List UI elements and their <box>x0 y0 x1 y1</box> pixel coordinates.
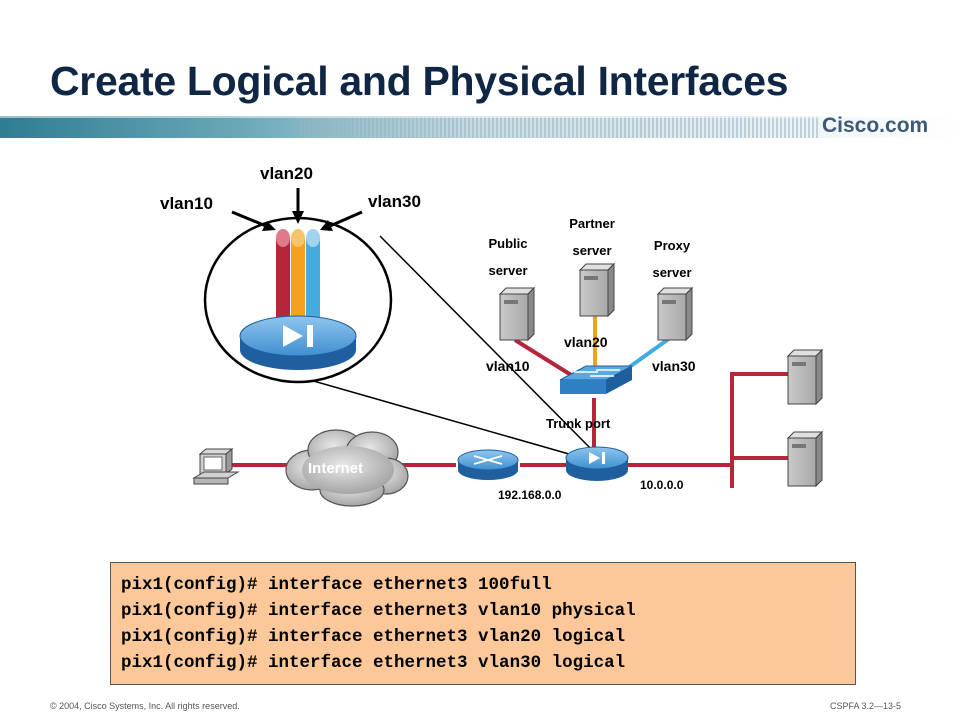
config-command-box: pix1(config)# interface ethernet3 100ful… <box>110 562 856 685</box>
proxy-server-icon <box>656 286 694 342</box>
link-vlan10-label: vlan10 <box>486 358 530 374</box>
config-line-2: pix1(config)# interface ethernet3 vlan10… <box>121 601 636 621</box>
config-line-3: pix1(config)# interface ethernet3 vlan20… <box>121 627 626 647</box>
link-vlan30-label: vlan30 <box>652 358 696 374</box>
public-server-label: Public server <box>478 230 538 284</box>
partner-server-label-line2: server <box>572 243 612 258</box>
vlan30-arrow <box>320 210 363 231</box>
vlan30-tube <box>306 229 320 338</box>
public-server-label-line2: server <box>488 263 528 278</box>
inside-server-1-icon <box>786 348 824 406</box>
zoom-line-top <box>379 235 601 459</box>
vlan10-tube <box>276 229 290 338</box>
public-server-label-line1: Public <box>488 236 528 251</box>
router-icon <box>457 449 519 480</box>
footer-copyright: © 2004, Cisco Systems, Inc. All rights r… <box>50 701 240 711</box>
inside-network-label: 10.0.0.0 <box>640 478 684 492</box>
outside-network-label: 192.168.0.0 <box>498 488 562 502</box>
pc-workstation-icon <box>192 447 240 485</box>
pix-firewall-icon <box>565 446 629 481</box>
zoom-vlan10-label: vlan10 <box>160 194 213 213</box>
vlan20-arrow <box>292 188 304 224</box>
link-vlan20-label: vlan20 <box>564 334 608 350</box>
public-vlan10-link <box>513 338 578 380</box>
zoom-vlan20-label: vlan20 <box>260 164 313 183</box>
zoom-line-bottom <box>281 371 591 461</box>
slide-title: Create Logical and Physical Interfaces <box>50 58 789 104</box>
zoom-vlan30-label: vlan30 <box>368 192 421 211</box>
partner-server-label: Partner server <box>560 210 624 264</box>
proxy-server-label-line1: Proxy <box>653 238 691 253</box>
partner-server-label-line1: Partner <box>569 216 615 231</box>
proxy-server-label: Proxy server <box>642 232 702 286</box>
footer-course-code: CSPFA 3.2—13-5 <box>830 701 902 711</box>
lan-switch-icon <box>559 365 633 394</box>
header-bar <box>0 116 960 138</box>
proxy-server-label-line2: server <box>652 265 692 280</box>
partner-server-icon <box>578 262 616 318</box>
vlan10-arrow <box>231 210 276 231</box>
public-server-icon <box>498 286 536 342</box>
vlan20-tube <box>291 229 305 338</box>
config-line-1: pix1(config)# interface ethernet3 100ful… <box>121 575 552 595</box>
pix-firewall-zoom-icon <box>239 315 357 370</box>
trunk-port-label: Trunk port <box>546 416 611 431</box>
cisco-brand-logo: Cisco.com <box>822 114 929 137</box>
internet-cloud-icon <box>285 429 409 507</box>
inside-server-2-icon <box>786 430 824 488</box>
config-line-4: pix1(config)# interface ethernet3 vlan30… <box>121 653 626 673</box>
internet-label: Internet <box>308 460 364 477</box>
